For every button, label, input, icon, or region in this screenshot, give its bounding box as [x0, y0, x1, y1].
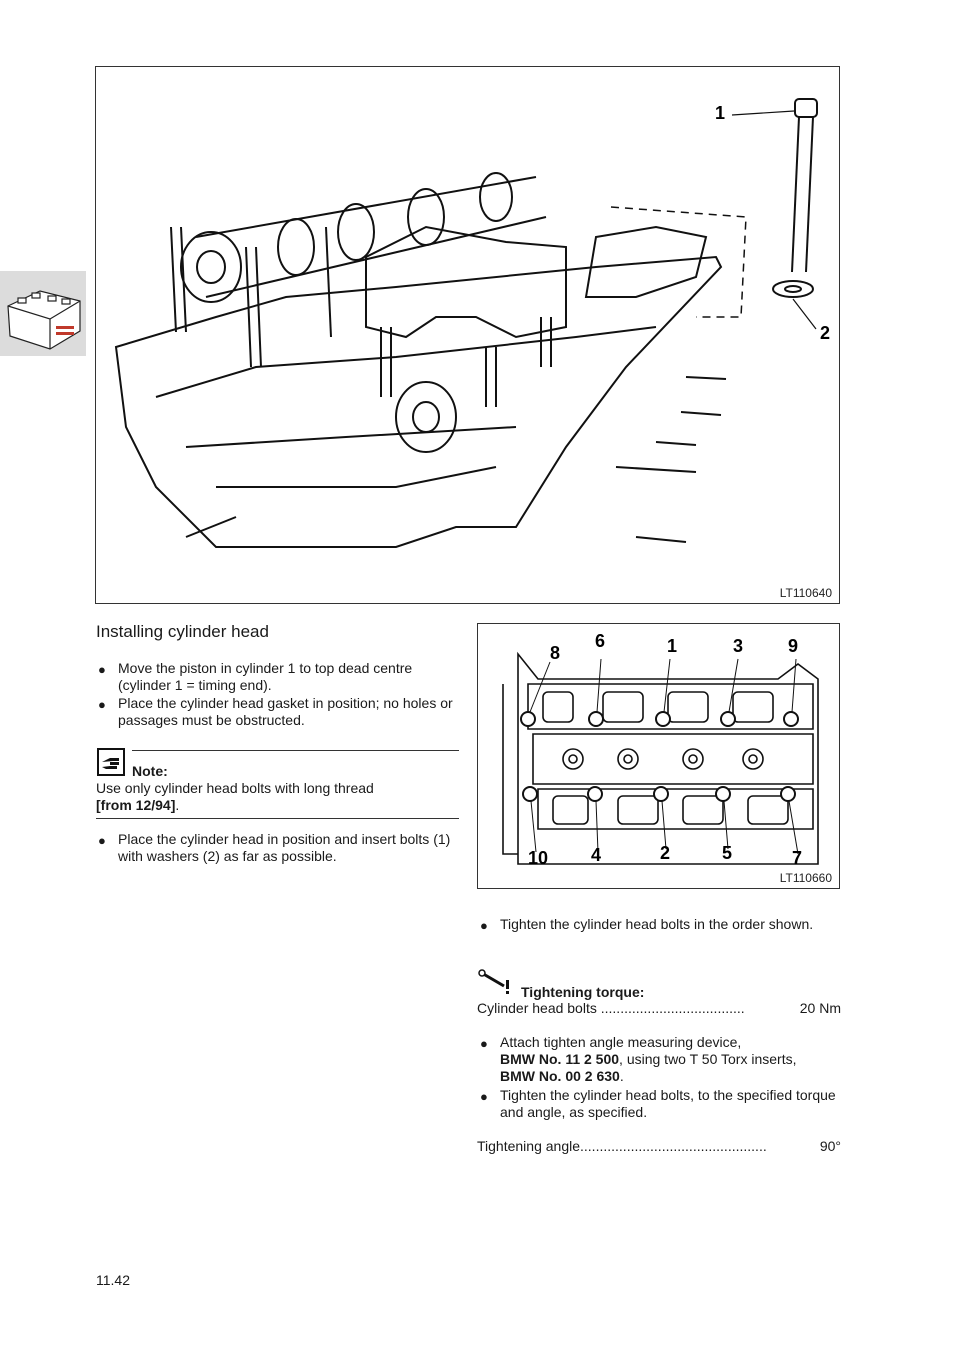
bullet-icon: ●: [480, 1089, 488, 1104]
callout-3: 3: [733, 636, 744, 656]
callout-5: 5: [722, 843, 733, 863]
list-item: ● Move the piston in cylinder 1 to top d…: [98, 660, 413, 693]
note-hand-icon: [97, 748, 125, 776]
note-label: Note:: [132, 763, 168, 779]
callout-4: 4: [591, 845, 602, 865]
callout-6: 6: [595, 631, 606, 651]
callout-7: 7: [792, 848, 803, 868]
angle-spec-row: Tightening angle........................…: [477, 1138, 841, 1155]
torque-wrench-icon: [478, 969, 509, 994]
bullet-icon: ●: [98, 833, 106, 848]
list-item: ● Attach tighten angle measuring device,…: [480, 1034, 797, 1084]
callout-1: 1: [667, 636, 678, 656]
callout-10: 10: [528, 848, 549, 868]
callout-8: 8: [550, 643, 561, 663]
chapter-thumbnail: [0, 271, 86, 356]
list-item: ● Tighten the cylinder head bolts in the…: [480, 916, 814, 933]
figure-id: LT110660: [779, 871, 832, 885]
torque-spec-row: Cylinder head bolts ....................…: [477, 1000, 841, 1017]
engine-block-icon: [7, 290, 81, 350]
list-item: ● Place the cylinder head gasket in posi…: [98, 695, 453, 728]
page-number: 11.42: [96, 1272, 130, 1288]
note-text: Use only cylinder head bolts with long t…: [96, 780, 374, 813]
list-item: ● Place the cylinder head in position an…: [98, 831, 451, 864]
note-bottom-rule: [96, 818, 459, 819]
callout-9: 9: [788, 636, 799, 656]
list-item: ● Tighten the cylinder head bolts, to th…: [480, 1087, 836, 1120]
bullet-icon: ●: [98, 697, 106, 712]
bullet-icon: ●: [480, 918, 488, 933]
figure-id: LT110640: [779, 586, 832, 600]
figure-cylinder-head-exploded: 1 2 LT110640: [95, 66, 840, 604]
torque-label: Tightening torque:: [521, 984, 645, 1000]
bullet-icon: ●: [98, 662, 106, 677]
engine-drawing: [114, 98, 818, 548]
callout-2: 2: [820, 323, 831, 343]
cylinder-head-top-drawing: [502, 651, 819, 865]
figure-bolt-sequence: 8 6 1 3 9 10 4 2 5 7 LT110660: [477, 623, 840, 889]
note-top-rule: [132, 750, 459, 751]
bullet-icon: ●: [480, 1036, 488, 1051]
callout-1: 1: [715, 103, 726, 123]
section-title: Installing cylinder head: [96, 622, 269, 641]
callout-2: 2: [660, 843, 671, 863]
